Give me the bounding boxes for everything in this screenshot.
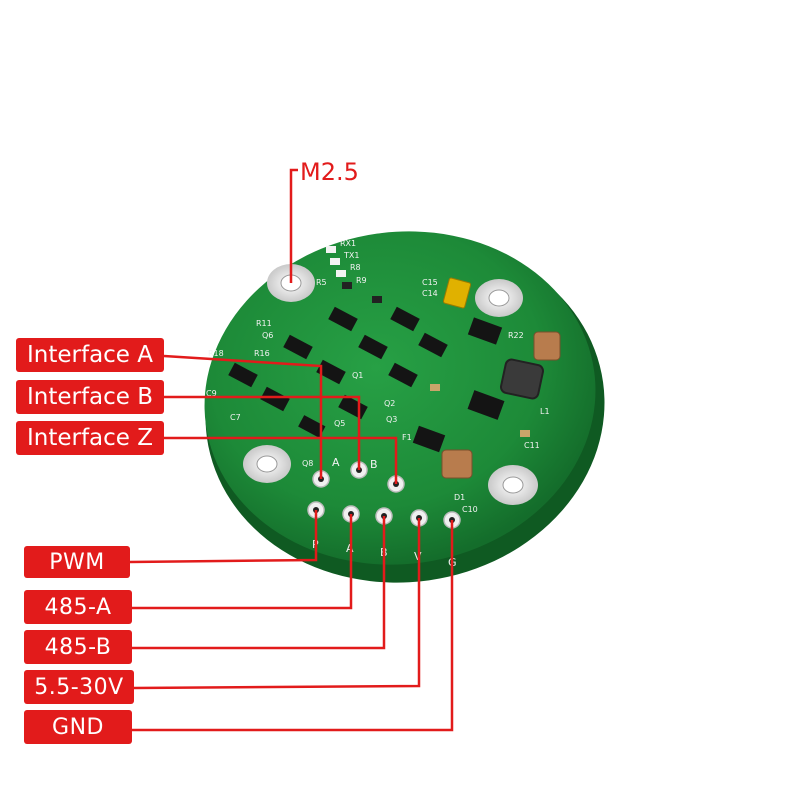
silk-l1: L1 [540,407,550,416]
ic-chip [338,394,368,420]
inductor [499,358,545,400]
silk-r18: R18 [208,349,224,358]
label-pwm: PWM [24,546,130,578]
silk-c15: C15 [422,278,438,287]
ic-chip [418,332,448,358]
ic-chip [390,306,420,332]
pin-letter-a: A [332,456,340,469]
label-vin: 5.5-30V [24,670,134,704]
silk-q1: Q1 [352,371,363,380]
resistor [520,430,530,437]
label-m2-5: M2.5 [300,158,359,186]
silk-c10: C10 [462,505,478,514]
leader-485-b [132,516,386,650]
resistor [326,246,336,253]
leader-interface-a [163,354,323,479]
silk-f1: F1 [402,433,412,442]
silk-r11: R11 [256,319,272,328]
ic-chip [316,359,346,385]
ic-chip [467,390,505,420]
silkscreen: RX1 TX1 R8 R9 R5 C15 C14 R11 Q6 R18 R16 … [206,239,550,514]
leader-interface-z [164,436,398,484]
capacitor [533,331,561,361]
leader-485-a [132,514,353,610]
silk-q8: Q8 [302,459,313,468]
silk-c14: C14 [422,289,438,298]
ic-chip [412,425,446,453]
label-485-b: 485-B [24,630,132,664]
leader-pwm [129,510,318,564]
silk-rx1: RX1 [340,239,356,248]
leader-vin [133,518,421,690]
silk-d1: D1 [454,493,465,502]
silk-q6: Q6 [262,331,273,340]
label-485-a: 485-A [24,590,132,624]
label-interface-z: Interface Z [16,421,164,455]
label-interface-a: Interface A [16,338,164,372]
silk-c9: C9 [206,389,217,398]
label-gnd: GND [24,710,132,744]
silk-r5: R5 [316,278,327,287]
capacitor-tantalum [442,277,472,309]
mounting-hole-bottom-left [243,445,291,483]
ic-chip [358,334,388,360]
silk-q3: Q3 [386,415,397,424]
silk-tx1: TX1 [343,251,359,260]
resistor [342,282,352,289]
silk-r9: R9 [356,276,367,285]
resistor [372,296,382,303]
silk-c7: C7 [230,413,241,422]
resistor [330,258,340,265]
leader-m2-5 [289,168,298,283]
silk-q5: Q5 [334,419,345,428]
silk-c11: C11 [524,441,540,450]
ic-chip [283,334,313,360]
silk-r8: R8 [350,263,361,272]
resistor [336,270,346,277]
ic-chip [228,362,258,388]
silk-q2: Q2 [384,399,395,408]
mounting-hole-top-right [475,279,523,317]
component-area [228,246,561,479]
mounting-hole-bottom-right [488,465,538,505]
ic-chip [388,362,418,388]
ic-chip [467,317,503,345]
leader-gnd [132,520,454,732]
silk-r16: R16 [254,349,270,358]
ic-chip [260,386,290,412]
leader-lines [129,168,454,732]
capacitor [441,449,473,479]
silk-r22: R22 [508,331,524,340]
ic-chip [298,415,326,438]
pin-letter-b: B [370,458,378,471]
resistor [430,384,440,391]
leader-interface-b [164,395,361,470]
ic-chip [328,306,358,332]
label-interface-b: Interface B [16,380,164,414]
